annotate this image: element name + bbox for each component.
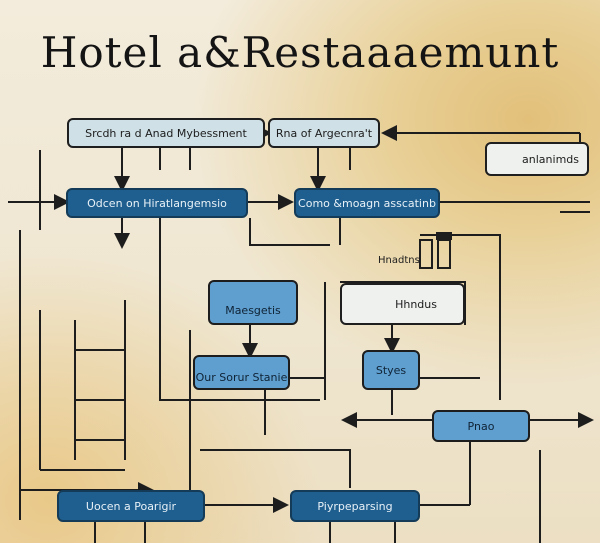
node-orders: Odcen on Hiratlangemsio [66, 188, 248, 218]
node-top-mid: Rna of Argecnra't [268, 118, 380, 148]
node-bottom-mid: Piyrpeparsing [290, 490, 420, 522]
node-center-box: Maesgetis [208, 280, 298, 325]
node-pnao: Pnao [432, 410, 530, 442]
device-icon [419, 232, 452, 269]
node-our-system: Our Sorur Stanie [193, 355, 290, 390]
node-top-left: Srcdh ra d Anad Mybessment [67, 118, 265, 148]
node-top-right: anlanimds [485, 142, 589, 176]
node-combo: Como &moagn asscatinb [294, 188, 440, 218]
node-right-box: Hhndus [340, 283, 465, 325]
handbits-label: Hnadtns [378, 255, 420, 266]
diagram-title: Hotel a&Restaaaemunt [40, 28, 560, 77]
node-bottom-left: Uocen a Poarigir [57, 490, 205, 522]
node-styes: Styes [362, 350, 420, 390]
